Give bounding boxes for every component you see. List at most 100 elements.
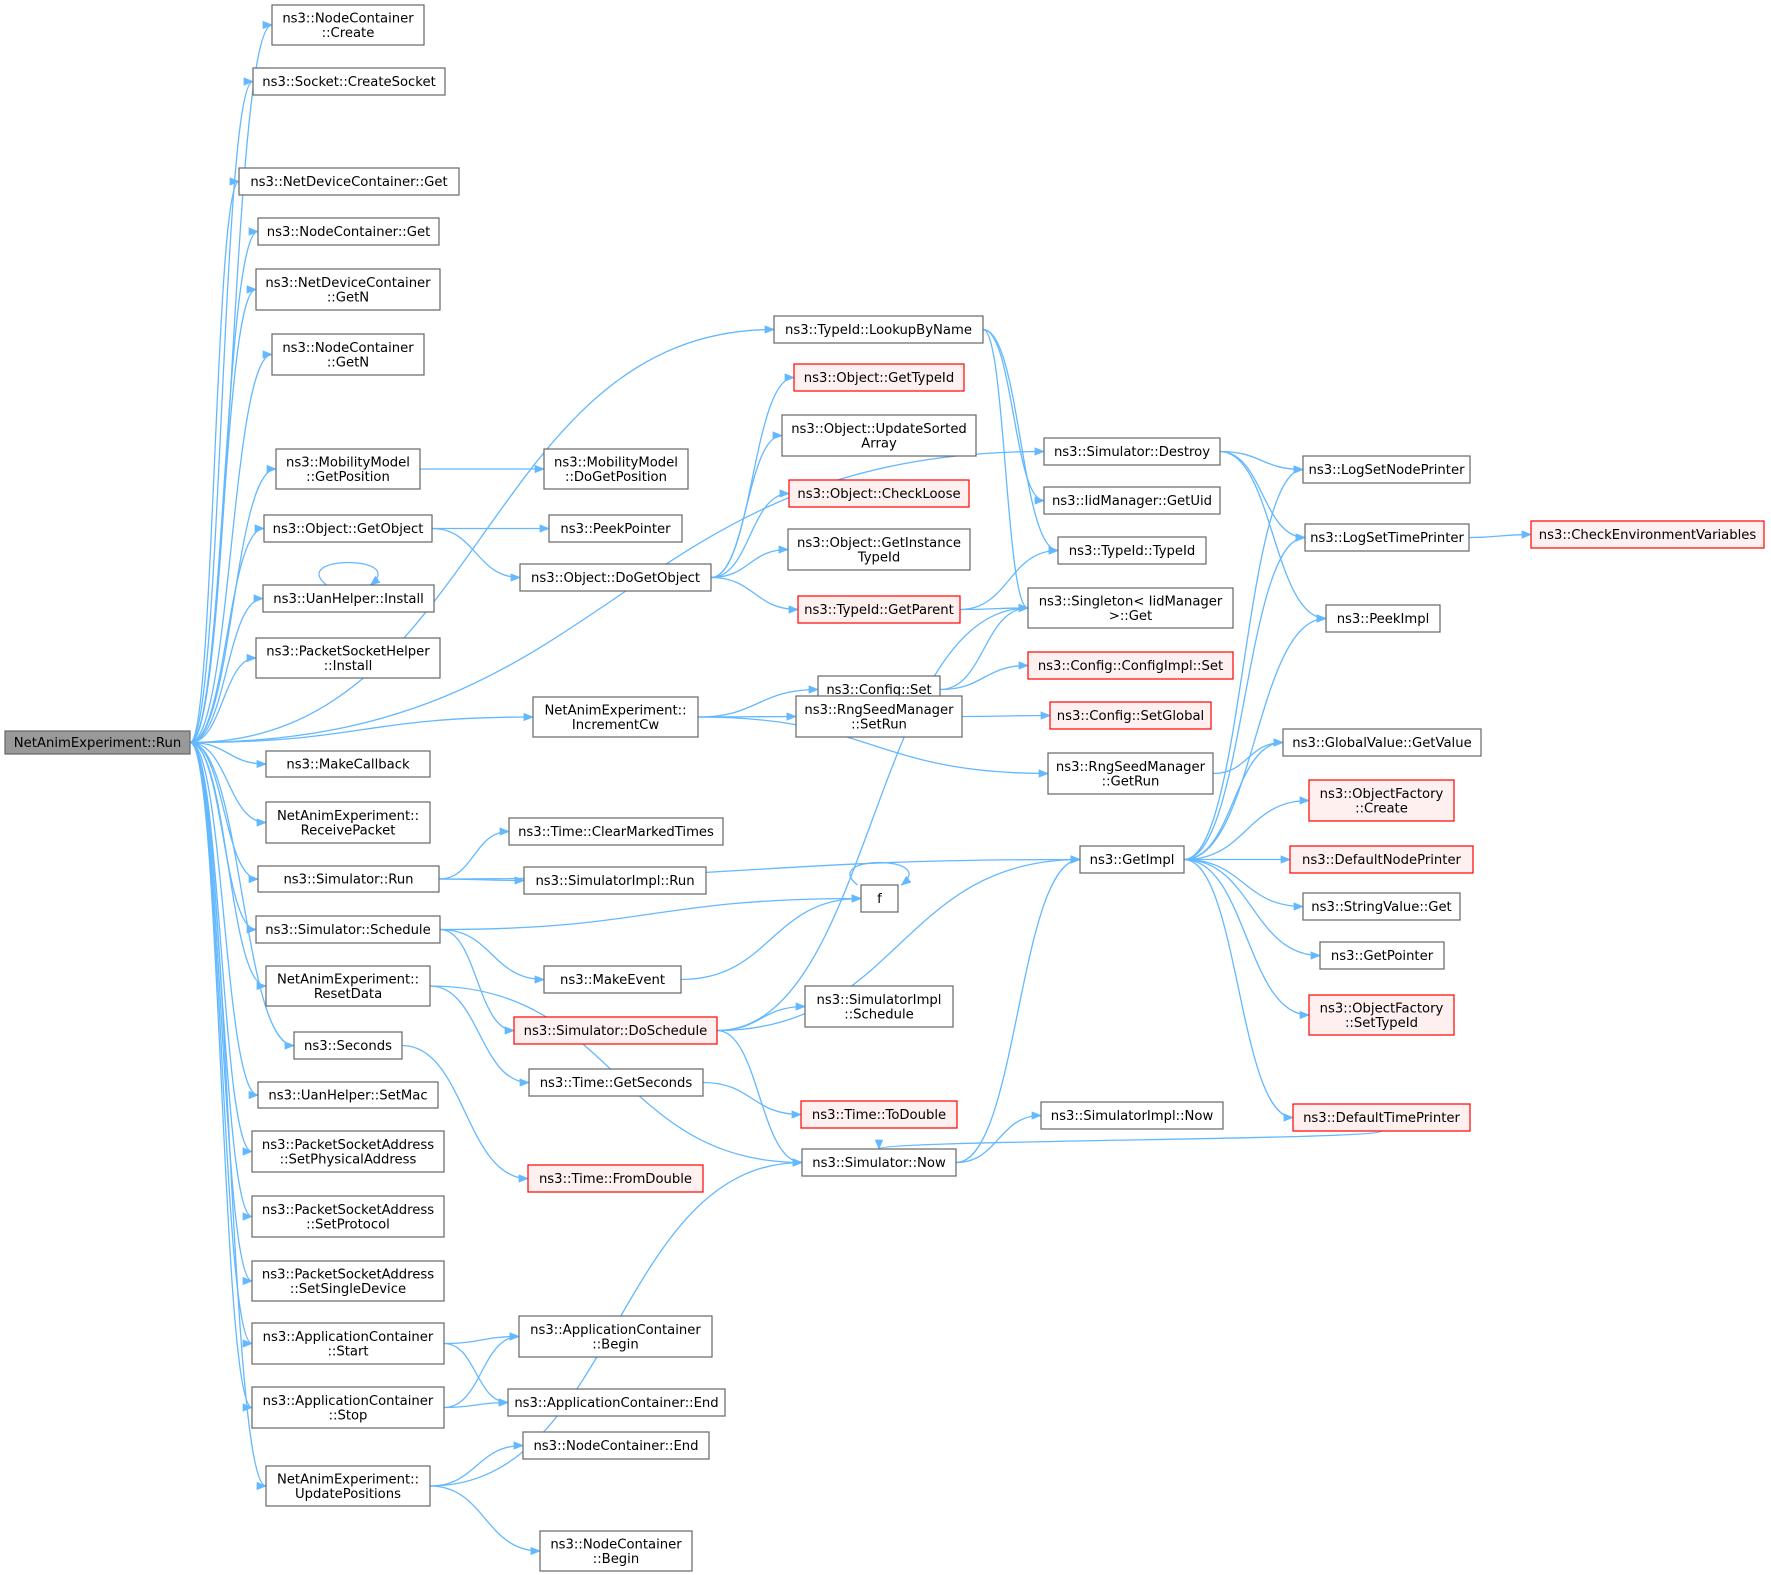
edge-sim_now-to-getimpl <box>955 855 1082 1164</box>
edge-typeid_lookup-to-singleton_get <box>982 328 1030 613</box>
edge-sim_run-to-simimpl_run <box>438 876 526 885</box>
node-peekimpl[interactable]: ns3::PeekImpl <box>1325 604 1441 633</box>
node-obj-dogetobj[interactable]: ns3::Object::DoGetObject <box>519 563 712 592</box>
node-box <box>787 528 971 571</box>
node-peekptr[interactable]: ns3::PeekPointer <box>548 514 683 543</box>
node-iid-getuid[interactable]: ns3::IidManager::GetUid <box>1043 486 1221 515</box>
node-obj-gettid[interactable]: ns3::Object::GetTypeId <box>793 363 965 392</box>
node-label: ns3::SimulatorImpl::Run <box>535 874 694 889</box>
node-simimpl-sched[interactable]: ns3::SimulatorImpl::Schedule <box>804 985 954 1028</box>
node-time-todbl[interactable]: ns3::Time::ToDouble <box>800 1100 958 1129</box>
node-sock-create[interactable]: ns3::Socket::CreateSocket <box>252 67 446 96</box>
node-tid-tid[interactable]: ns3::TypeId::TypeId <box>1057 536 1207 565</box>
node-tid-getparent[interactable]: ns3::TypeId::GetParent <box>797 595 961 624</box>
node-box <box>1308 994 1455 1036</box>
node-rng-getrun[interactable]: ns3::RngSeedManager::GetRun <box>1047 752 1214 795</box>
node-box <box>508 817 724 846</box>
node-uan-install[interactable]: ns3::UanHelper::Install <box>262 584 435 613</box>
node-rng-setrun[interactable]: ns3::RngSeedManager::SetRun <box>795 695 963 738</box>
node-box <box>1325 604 1441 633</box>
node-box <box>1302 892 1461 921</box>
node-def-nodeprinter[interactable]: ns3::DefaultNodePrinter <box>1289 845 1474 874</box>
node-nc-end[interactable]: ns3::NodeContainer::End <box>522 1431 710 1460</box>
node-box <box>532 696 699 738</box>
node-na-reset[interactable]: NetAnimExperiment::ResetData <box>265 965 431 1007</box>
node-nc-get[interactable]: ns3::NodeContainer::Get <box>257 217 440 246</box>
node-of-create[interactable]: ns3::ObjectFactory::Create <box>1308 779 1455 822</box>
node-log-settime[interactable]: ns3::LogSetTimePrinter <box>1304 523 1470 552</box>
node-psa-setsingle[interactable]: ns3::PacketSocketAddress::SetSingleDevic… <box>251 1260 445 1302</box>
node-na-recv[interactable]: NetAnimExperiment::ReceivePacket <box>265 801 431 844</box>
node-label: ns3::GetPointer <box>1331 949 1434 964</box>
node-sim-sched[interactable]: ns3::Simulator::Schedule <box>255 915 441 944</box>
node-obj-checkloose[interactable]: ns3::Object::CheckLoose <box>788 479 970 508</box>
node-label: ns3::DefaultNodePrinter <box>1302 853 1462 868</box>
node-log-setnode[interactable]: ns3::LogSetNodePrinter <box>1302 455 1471 484</box>
node-label: ReceivePacket <box>301 823 396 838</box>
node-make-cb[interactable]: ns3::MakeCallback <box>265 750 431 778</box>
node-sv-get[interactable]: ns3::StringValue::Get <box>1302 892 1461 921</box>
node-ac-end[interactable]: ns3::ApplicationContainer::End <box>507 1388 726 1417</box>
node-label: ::SetRun <box>851 717 907 732</box>
node-box <box>255 915 441 944</box>
node-nc-create[interactable]: ns3::NodeContainer::Create <box>271 4 425 46</box>
node-box <box>788 479 970 508</box>
edge-log_settime-to-check_env <box>1468 530 1533 539</box>
node-sim-run[interactable]: ns3::Simulator::Run <box>257 865 440 893</box>
node-simimpl-run[interactable]: ns3::SimulatorImpl::Run <box>523 866 707 895</box>
node-cfgimpl-set[interactable]: ns3::Config::ConfigImpl::Set <box>1027 651 1234 680</box>
node-typeid-lookup[interactable]: ns3::TypeId::LookupByName <box>773 315 984 344</box>
node-ac-begin[interactable]: ns3::ApplicationContainer::Begin <box>518 1315 713 1358</box>
node-box <box>255 637 441 679</box>
node-label: ns3::Object::GetTypeId <box>804 371 954 386</box>
node-cfg-setglobal[interactable]: ns3::Config::SetGlobal <box>1049 701 1212 730</box>
node-mm-dogetpos[interactable]: ns3::MobilityModel::DoGetPosition <box>543 448 689 490</box>
node-sim-destroy[interactable]: ns3::Simulator::Destroy <box>1043 437 1221 466</box>
node-ac-stop[interactable]: ns3::ApplicationContainer::Stop <box>251 1386 445 1429</box>
node-sim-dosched[interactable]: ns3::Simulator::DoSchedule <box>513 1016 718 1045</box>
node-seconds[interactable]: ns3::Seconds <box>293 1031 403 1060</box>
node-nc-getn[interactable]: ns3::NodeContainer::GetN <box>271 333 425 376</box>
edge-na_reset-to-time_getsec <box>429 985 531 1087</box>
node-label: NetAnimExperiment::Run <box>14 736 181 751</box>
node-obj-getobj[interactable]: ns3::Object::GetObject <box>263 514 433 543</box>
node-getpointer[interactable]: ns3::GetPointer <box>1319 941 1445 970</box>
node-simimpl-now[interactable]: ns3::SimulatorImpl::Now <box>1040 1101 1224 1130</box>
node-nc-begin[interactable]: ns3::NodeContainer::Begin <box>539 1530 693 1572</box>
node-gv-getvalue[interactable]: ns3::GlobalValue::GetValue <box>1282 728 1482 757</box>
node-f[interactable]: f <box>860 884 899 913</box>
node-root[interactable]: NetAnimExperiment::Run <box>4 730 191 755</box>
node-ndc-getn[interactable]: ns3::NetDeviceContainer::GetN <box>255 268 441 311</box>
node-psa-setproto[interactable]: ns3::PacketSocketAddress::SetProtocol <box>251 1195 445 1238</box>
edge-root-to-typeid_lookup <box>189 325 776 744</box>
node-na-update[interactable]: NetAnimExperiment::UpdatePositions <box>265 1465 431 1507</box>
node-label: ns3::Socket::CreateSocket <box>262 75 436 90</box>
edge-sim_destroy-to-log_settime <box>1219 450 1307 542</box>
node-label: ::Create <box>322 26 375 41</box>
node-na-inccw[interactable]: NetAnimExperiment::IncrementCw <box>532 696 699 738</box>
node-time-clear[interactable]: ns3::Time::ClearMarkedTimes <box>508 817 724 846</box>
node-box <box>4 730 191 755</box>
node-singleton-get[interactable]: ns3::Singleton< IidManager >::Get <box>1027 587 1234 629</box>
node-make-event[interactable]: ns3::MakeEvent <box>543 965 682 994</box>
node-label: ::GetPosition <box>306 470 390 485</box>
node-ac-start[interactable]: ns3::ApplicationContainer::Start <box>251 1322 445 1365</box>
node-def-timeprinter[interactable]: ns3::DefaultTimePrinter <box>1292 1103 1471 1132</box>
node-of-settypeid[interactable]: ns3::ObjectFactory::SetTypeId <box>1308 994 1455 1036</box>
node-box <box>527 1164 704 1193</box>
node-ndc-get[interactable]: ns3::NetDeviceContainer::Get <box>238 167 460 196</box>
node-time-fromdbl[interactable]: ns3::Time::FromDouble <box>527 1164 704 1193</box>
node-getimpl[interactable]: ns3::GetImpl <box>1079 845 1185 874</box>
node-sim-now[interactable]: ns3::Simulator::Now <box>801 1148 957 1177</box>
node-time-getsec[interactable]: ns3::Time::GetSeconds <box>528 1068 704 1097</box>
node-label: NetAnimExperiment:: <box>277 1472 419 1487</box>
edges-layer <box>189 21 1533 1556</box>
node-mm-getpos[interactable]: ns3::MobilityModel::GetPosition <box>275 448 421 490</box>
node-psa-setphys[interactable]: ns3::PacketSocketAddress::SetPhysicalAdd… <box>251 1130 445 1173</box>
node-check-env[interactable]: ns3::CheckEnvironmentVariables <box>1530 520 1765 549</box>
node-psh-install[interactable]: ns3::PacketSocketHelper::Install <box>255 637 441 679</box>
node-uan-setmac[interactable]: ns3::UanHelper::SetMac <box>257 1081 439 1109</box>
edge-cfg_set-to-cfgimpl_set <box>939 661 1030 691</box>
